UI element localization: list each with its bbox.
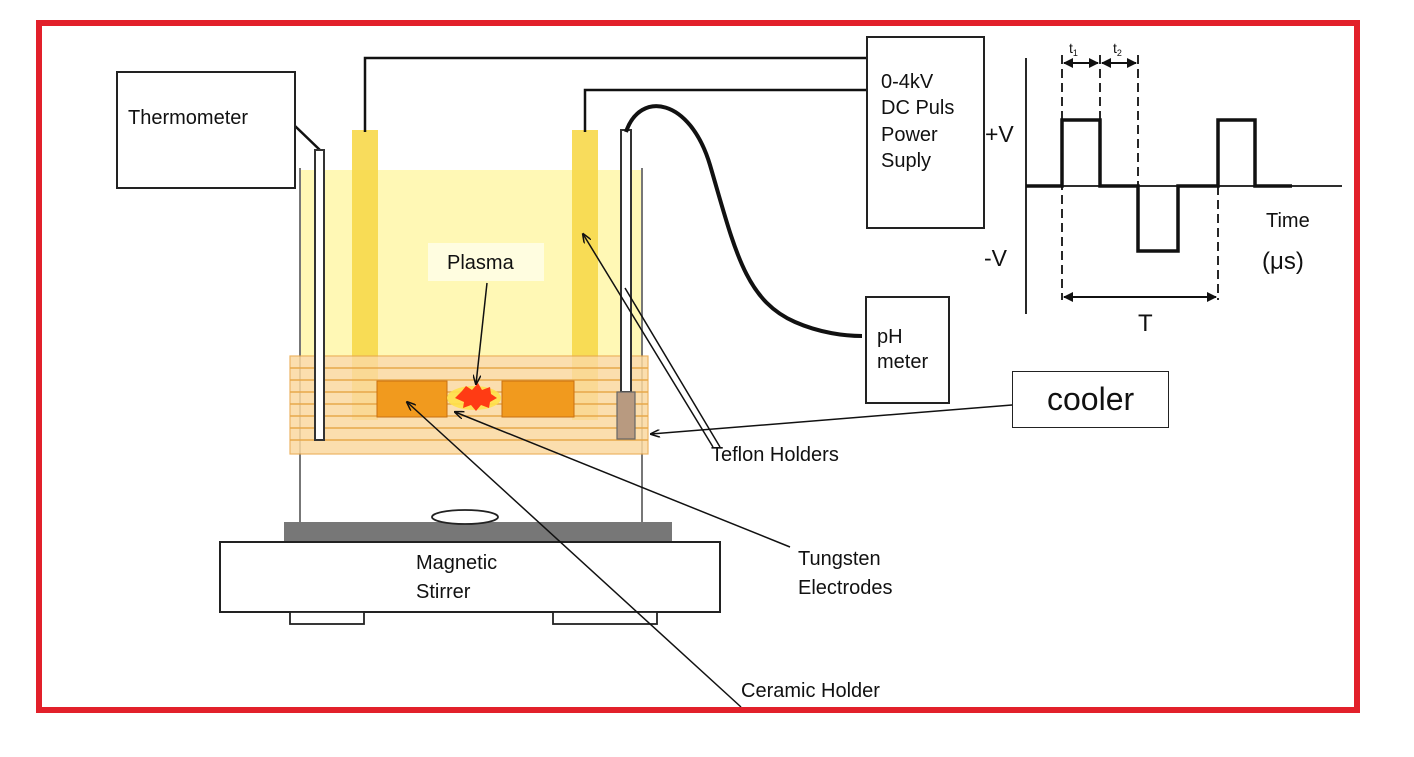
period-label: T (1138, 310, 1153, 337)
teflon-holders-label: Teflon Holders (711, 444, 839, 466)
tungsten-electrodes-label: Tungsten Electrodes (798, 548, 893, 599)
power-wire-1 (363, 56, 866, 132)
thermometer-cable (294, 125, 323, 153)
ceramic-pointer (407, 402, 742, 708)
thermometer-label: Thermometer (128, 107, 249, 129)
tungsten-pointer (455, 412, 791, 548)
cooler-label: cooler (1047, 381, 1135, 417)
plus-v-label: +V (985, 121, 1014, 147)
plasma-label-box: Plasma (428, 243, 544, 281)
plasma-pointer (476, 282, 488, 384)
magnetic-stirrer-label: Magnetic Stirrer (416, 552, 498, 603)
ceramic-holder-right (501, 380, 575, 418)
plasma-label: Plasma (447, 252, 514, 274)
cooler-pointer (651, 404, 1013, 434)
ph-meter-box: pH meter (865, 296, 950, 404)
ph-probe-tip (616, 391, 636, 440)
stirrer-plate (284, 522, 672, 542)
power-supply-label: 0-4kV DC Puls Power Suply (881, 71, 955, 173)
stir-bar (431, 509, 499, 525)
power-supply-box: 0-4kV DC Puls Power Suply (866, 36, 985, 229)
pulse-waveform: t1 t2 (1025, 40, 1342, 314)
t1-label: t1 (1069, 40, 1078, 58)
teflon-pointer (583, 234, 714, 448)
thermometer-probe (314, 149, 325, 441)
teflon-pointer-2 (624, 287, 721, 448)
ceramic-holder-label: Ceramic Holder (741, 680, 880, 702)
stirrer-foot-left (289, 611, 365, 625)
cooler-box: cooler (1012, 371, 1169, 428)
pulse-trace (1026, 118, 1292, 253)
t2-label: t2 (1113, 40, 1122, 58)
minus-v-label: -V (984, 245, 1007, 271)
thermometer-box: Thermometer (116, 71, 296, 189)
red-frame (36, 20, 1360, 713)
plasma-spark (447, 383, 501, 411)
time-unit-label: (μs) (1262, 248, 1304, 275)
time-label: Time (1266, 210, 1310, 232)
stirrer-foot-right (552, 611, 658, 625)
ph-meter-label: pH meter (877, 326, 929, 373)
stirrer-body (219, 541, 721, 613)
power-wire-2 (583, 88, 866, 132)
ph-cable (624, 104, 863, 338)
